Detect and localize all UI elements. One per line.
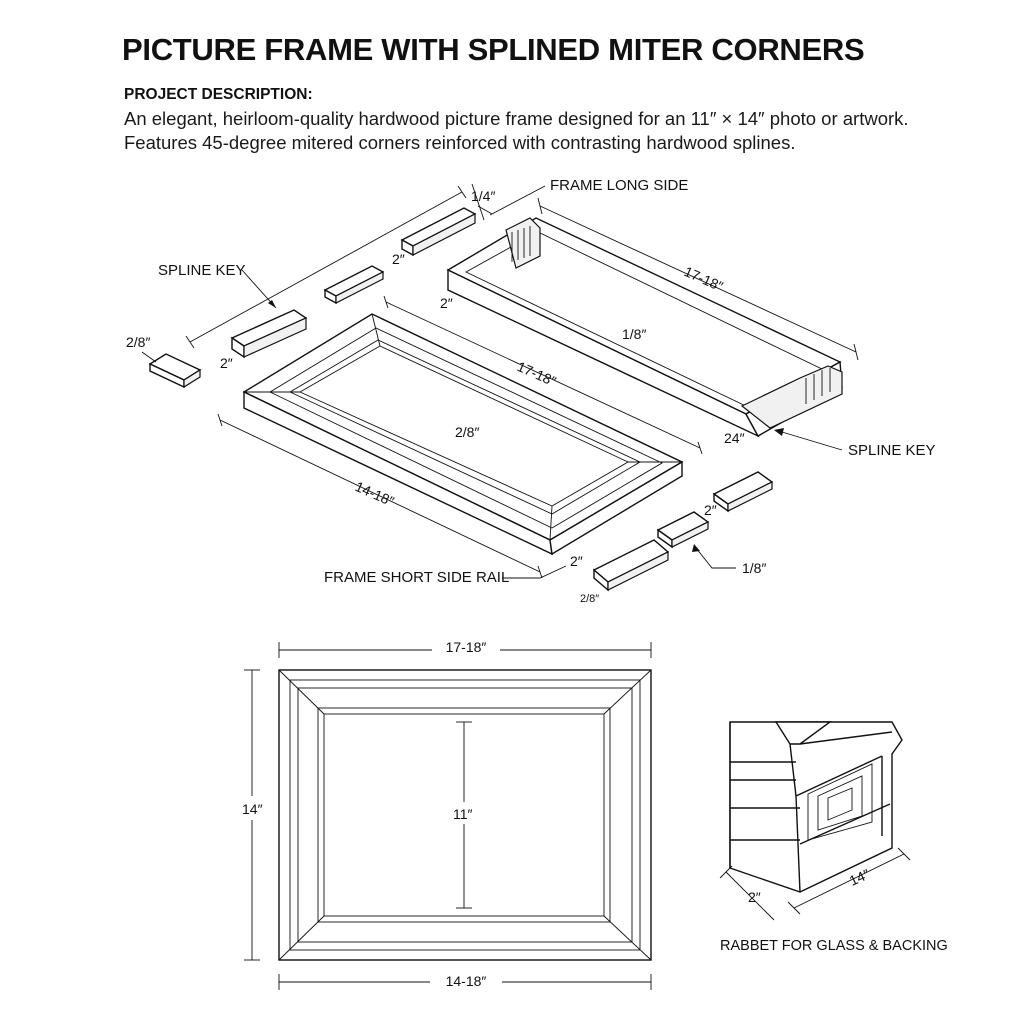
dim-right-key-2in: 2″ bbox=[704, 502, 717, 518]
dim-right-key-1-8: 1/8″ bbox=[742, 560, 766, 576]
label-spline-key: SPLINE KEY bbox=[158, 262, 246, 279]
dim-front-height: 14″ bbox=[242, 801, 263, 817]
spline-key-7 bbox=[592, 539, 670, 592]
arrow-icon bbox=[241, 269, 277, 309]
dimension-line bbox=[185, 183, 493, 349]
description-line: An elegant, heirloom-quality hardwood pi… bbox=[124, 108, 909, 129]
label-frame-short-side-rail: FRAME SHORT SIDE RAIL bbox=[324, 569, 509, 586]
spline-key-6 bbox=[656, 511, 710, 549]
dim-long-side-24: 24″ bbox=[724, 430, 745, 446]
dim-front-opening: 11″ bbox=[453, 806, 473, 822]
label-rabbet: RABBET FOR GLASS & BACKING bbox=[720, 938, 948, 954]
dim-key-2in: 2″ bbox=[220, 355, 233, 371]
spline-key-3 bbox=[230, 309, 308, 359]
dim-assembled-width: 14-18″ bbox=[353, 478, 397, 509]
dim-short-rail-2in: 2″ bbox=[570, 553, 583, 569]
dim-detail-14: 14″ bbox=[847, 866, 872, 889]
frame-long-side bbox=[446, 217, 843, 438]
dim-detail-2in: 2″ bbox=[748, 889, 761, 905]
dim-front-width-bottom: 14-18″ bbox=[446, 973, 487, 989]
rabbet-detail bbox=[729, 721, 903, 893]
page-title: PICTURE FRAME WITH SPLINED MITER CORNERS bbox=[122, 32, 865, 67]
description-line: Features 45-degree mitered corners reinf… bbox=[124, 132, 796, 153]
label-frame-long-side: FRAME LONG SIDE bbox=[550, 177, 688, 194]
dim-key-2-8: 2/8″ bbox=[126, 334, 150, 350]
spline-end-grain bbox=[805, 368, 831, 404]
label-spline-key: SPLINE KEY bbox=[848, 442, 936, 459]
spline-key-2 bbox=[323, 265, 385, 305]
spline-key-4 bbox=[148, 353, 202, 389]
dim-top-quarter: 1/4″ bbox=[471, 188, 495, 204]
assembled-frame bbox=[242, 313, 684, 556]
dim-right-key-2-8: 2/8″ bbox=[580, 593, 599, 605]
dim-key-2in: 2″ bbox=[392, 251, 405, 267]
dim-long-side-2in: 2″ bbox=[440, 295, 453, 311]
spline-key-5 bbox=[712, 471, 774, 513]
dim-long-side-1-8: 1/8″ bbox=[622, 326, 646, 342]
dim-assembled-center: 2/8″ bbox=[455, 424, 479, 440]
dim-front-width: 17-18″ bbox=[446, 639, 487, 655]
spline-key-1 bbox=[400, 207, 477, 257]
spline-end-grain bbox=[511, 226, 531, 262]
description-heading: PROJECT DESCRIPTION: bbox=[124, 86, 313, 103]
